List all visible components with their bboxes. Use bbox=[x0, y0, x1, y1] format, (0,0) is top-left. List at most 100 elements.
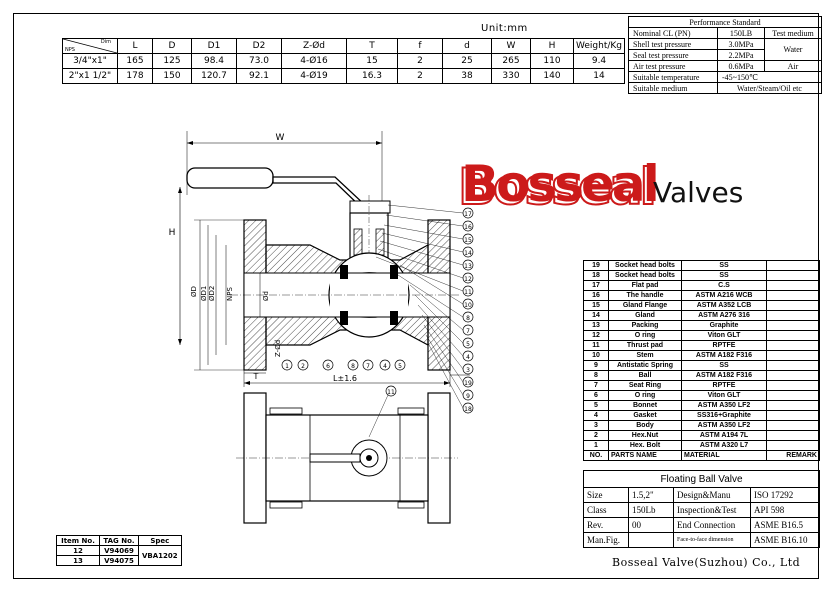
d-label: Ød bbox=[262, 291, 270, 301]
items-header-spec: Spec bbox=[138, 535, 182, 546]
nps-label: NPS bbox=[226, 287, 234, 301]
bom-no: 5 bbox=[583, 400, 609, 411]
performance-standard-table: Performance Standard Nominal CL (PN) 150… bbox=[628, 16, 822, 94]
w-label: W bbox=[276, 133, 285, 143]
bom-material: SS bbox=[681, 360, 767, 371]
balloon: 9 bbox=[466, 393, 470, 400]
bom-no: 18 bbox=[583, 270, 609, 281]
perf-medium: Test medium bbox=[764, 27, 822, 39]
header-W: W bbox=[491, 38, 531, 54]
bottom-balloons: 1 2 6 8 7 4 5 bbox=[281, 359, 406, 371]
bom-remark bbox=[766, 330, 820, 341]
brand-logo: Bosseal Bosseal Valves bbox=[457, 155, 743, 220]
tb-key: Rev. bbox=[583, 517, 629, 533]
cell: 38 bbox=[442, 68, 492, 84]
perf-medium: Air bbox=[764, 60, 822, 72]
perf-value: 2.2MPa bbox=[717, 49, 765, 61]
bom-no: 8 bbox=[583, 370, 609, 381]
perf-label: Seal test pressure bbox=[628, 49, 718, 61]
bom-remark bbox=[766, 350, 820, 361]
corner-diagonal bbox=[63, 39, 117, 53]
bom-material: ASTM A320 L7 bbox=[681, 440, 767, 451]
balloon: 19 bbox=[464, 380, 472, 387]
tb-value: 00 bbox=[628, 517, 674, 533]
bom-material: ASTM A182 F316 bbox=[681, 370, 767, 381]
balloon: 11 bbox=[387, 389, 395, 396]
bom-material: ASTM A194 7L bbox=[681, 430, 767, 441]
handle bbox=[186, 167, 391, 214]
cell: 25 bbox=[442, 53, 492, 69]
perf-value: 0.6MPa bbox=[717, 60, 765, 72]
bom-remark bbox=[766, 430, 820, 441]
valve-top-view: 11 bbox=[236, 385, 458, 524]
bom-remark bbox=[766, 300, 820, 311]
header-D: D bbox=[152, 38, 192, 54]
perf-label: Suitable temperature bbox=[628, 71, 718, 83]
header-weight: Weight/Kg bbox=[572, 38, 626, 54]
bom-remark bbox=[766, 400, 820, 411]
h-label: H bbox=[169, 228, 176, 238]
tb-value: ASME B16.5 bbox=[750, 517, 820, 533]
bom-header-remark: REMARK bbox=[766, 450, 820, 461]
bom-no: 19 bbox=[583, 260, 609, 271]
bom-remark bbox=[766, 290, 820, 301]
header-T: T bbox=[346, 38, 398, 54]
balloon-leader: 10 bbox=[399, 264, 474, 310]
balloon: 14 bbox=[464, 250, 472, 257]
d2-label: ØD2 bbox=[208, 286, 216, 301]
bom-remark bbox=[766, 280, 820, 291]
balloon: 2 bbox=[301, 363, 305, 370]
balloon: 12 bbox=[464, 276, 472, 283]
corner-dim-label: Dim bbox=[100, 39, 111, 45]
bom-part-name: Socket head bolts bbox=[608, 260, 682, 271]
bom-material: Graphite bbox=[681, 320, 767, 331]
header-L: L bbox=[117, 38, 153, 54]
balloon-leader: 14 bbox=[381, 232, 474, 258]
header-D2: D2 bbox=[236, 38, 282, 54]
bom-part-name: The handle bbox=[608, 290, 682, 301]
l-label: L±1.6 bbox=[333, 374, 357, 383]
bom-no: 15 bbox=[583, 300, 609, 311]
bom-no: 16 bbox=[583, 290, 609, 301]
balloon: 10 bbox=[464, 302, 472, 309]
tb-value: ISO 17292 bbox=[750, 487, 820, 503]
balloon-leader: 7 bbox=[409, 284, 474, 336]
balloon: 6 bbox=[326, 363, 330, 370]
item-tag-table: Item No. TAG No. Spec 12 V94069 VBA1202 … bbox=[56, 535, 182, 566]
balloon: 3 bbox=[466, 367, 470, 374]
cell-nps: 3/4"x1" bbox=[62, 53, 118, 69]
balloon: 16 bbox=[464, 224, 472, 231]
cell: 4-Ø16 bbox=[281, 53, 347, 69]
bom-remark bbox=[766, 380, 820, 391]
header-f: f bbox=[397, 38, 443, 54]
bom-part-name: Packing bbox=[608, 320, 682, 331]
cell: 330 bbox=[491, 68, 531, 84]
cell: 16.3 bbox=[346, 68, 398, 84]
cell: 9.4 bbox=[572, 53, 626, 69]
logo-valves-text: Valves bbox=[653, 176, 744, 209]
bom-remark bbox=[766, 310, 820, 321]
bom-part-name: Gasket bbox=[608, 410, 682, 421]
balloon-leader: 18 bbox=[427, 342, 474, 414]
zd-label: Z-Ød bbox=[274, 340, 282, 357]
cell: 120.7 bbox=[191, 68, 237, 84]
cell: 178 bbox=[117, 68, 153, 84]
d1-label: ØD1 bbox=[200, 286, 208, 301]
bosseal-logo-mark: Bosseal Bosseal bbox=[457, 155, 660, 217]
balloon-leader: 19 bbox=[423, 324, 474, 388]
bom-no: 11 bbox=[583, 340, 609, 351]
balloon: 7 bbox=[466, 328, 470, 335]
perf-label: Air test pressure bbox=[628, 60, 718, 72]
bom-material: RPTFE bbox=[681, 380, 767, 391]
balloon-leader: 13 bbox=[379, 240, 474, 271]
items-cell: 12 bbox=[56, 545, 100, 556]
balloon-leader: 16 bbox=[385, 214, 474, 232]
balloon: 1 bbox=[285, 363, 289, 370]
